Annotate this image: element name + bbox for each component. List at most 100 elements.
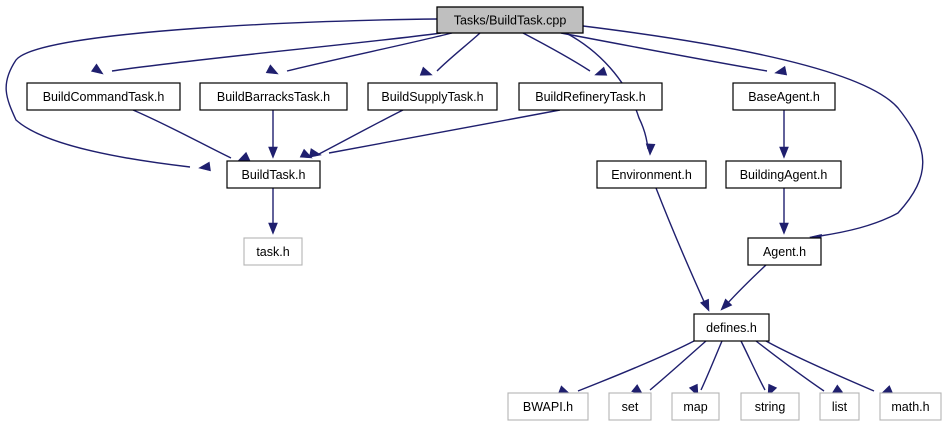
edge-line [582, 25, 924, 237]
edge-command-to-buildtask [132, 109, 251, 162]
node-root[interactable]: Tasks/BuildTask.cppTasks/BuildTask.cpp [436, 6, 584, 34]
edge-line [565, 32, 649, 150]
edge-root-to-refinery [522, 32, 608, 76]
arrow-head-icon [699, 298, 710, 312]
node-label: BuildTask.h [242, 168, 306, 182]
arrow-head-icon [299, 148, 313, 159]
node-label: BuildBarracksTask.h [217, 90, 330, 104]
arrow-head-icon [237, 151, 251, 162]
edge-line [655, 187, 707, 307]
node-label: BuildingAgent.h [740, 168, 828, 182]
edge-supply-to-buildtask [299, 109, 404, 159]
node-box[interactable] [596, 160, 707, 189]
edge-line [725, 264, 767, 306]
node-map[interactable]: mapmap [671, 392, 720, 421]
edge-defines-to-bwapi [557, 340, 695, 395]
node-label: BuildCommandTask.h [43, 90, 165, 104]
arrow-head-icon [90, 63, 104, 75]
nodes-layer: Tasks/BuildTask.cppTasks/BuildTask.cppBu… [26, 6, 942, 421]
edge-root-to-command [90, 32, 442, 75]
arrow-head-icon [594, 66, 608, 76]
edge-root-to-environment [565, 32, 656, 156]
node-box[interactable] [819, 392, 860, 421]
node-box[interactable] [671, 392, 720, 421]
edge-root-to-baseagent [560, 32, 788, 76]
node-label: defines.h [706, 321, 757, 335]
edge-line [328, 109, 561, 154]
edge-line [5, 18, 438, 168]
node-box[interactable] [740, 392, 800, 421]
node-box[interactable] [879, 392, 942, 421]
edge-root-to-agent [582, 25, 924, 244]
edge-line [111, 32, 442, 72]
node-command[interactable]: BuildCommandTask.hBuildCommandTask.h [26, 82, 181, 111]
edge-line [755, 340, 825, 392]
node-string[interactable]: stringstring [740, 392, 800, 421]
node-box[interactable] [732, 82, 836, 111]
node-box[interactable] [608, 392, 652, 421]
node-mathh[interactable]: math.hmath.h [879, 392, 942, 421]
edge-buildtask-to-taskh [268, 188, 278, 235]
arrow-head-icon [419, 66, 433, 76]
node-box[interactable] [226, 160, 321, 189]
node-box[interactable] [725, 160, 842, 189]
node-box[interactable] [747, 237, 822, 266]
node-box[interactable] [436, 6, 584, 34]
arrow-head-icon [645, 143, 656, 156]
edge-line [765, 340, 875, 392]
node-box[interactable] [243, 237, 303, 266]
edge-root-to-supply [419, 32, 481, 76]
edge-environment-to-defines [655, 187, 710, 312]
edge-line [318, 109, 404, 155]
edge-line [436, 32, 481, 72]
edge-refinery-to-buildtask [308, 109, 561, 158]
edge-line [740, 340, 766, 391]
node-label: string [755, 400, 786, 414]
node-box[interactable] [693, 313, 770, 342]
edge-line [577, 340, 695, 392]
edges-layer [5, 18, 924, 397]
node-set[interactable]: setset [608, 392, 652, 421]
node-box[interactable] [367, 82, 498, 111]
edge-baseagent-to-buildingag [779, 110, 789, 159]
node-label: map [683, 400, 707, 414]
arrow-head-icon [198, 161, 211, 172]
edge-line [522, 32, 591, 72]
arrow-head-icon [268, 146, 278, 159]
node-list[interactable]: listlist [819, 392, 860, 421]
node-label: BWAPI.h [523, 400, 573, 414]
edge-agent-to-defines [720, 264, 767, 311]
arrow-head-icon [774, 65, 788, 76]
edge-line [649, 340, 707, 391]
edge-defines-to-string [740, 340, 778, 397]
node-label: set [622, 400, 639, 414]
arrow-head-icon [779, 146, 789, 159]
arrow-head-icon [265, 64, 279, 75]
edge-defines-to-mathh [765, 340, 894, 395]
node-box[interactable] [518, 82, 663, 111]
node-label: BuildRefineryTask.h [535, 90, 646, 104]
node-box[interactable] [507, 392, 589, 421]
node-label: list [832, 400, 848, 414]
edge-line [286, 32, 453, 72]
edge-line [132, 109, 232, 159]
arrow-head-icon [308, 148, 322, 158]
node-box[interactable] [26, 82, 181, 111]
node-box[interactable] [199, 82, 348, 111]
node-label: BuildSupplyTask.h [381, 90, 483, 104]
edge-barracks-to-buildtask [268, 110, 278, 159]
arrow-head-icon [779, 222, 789, 235]
